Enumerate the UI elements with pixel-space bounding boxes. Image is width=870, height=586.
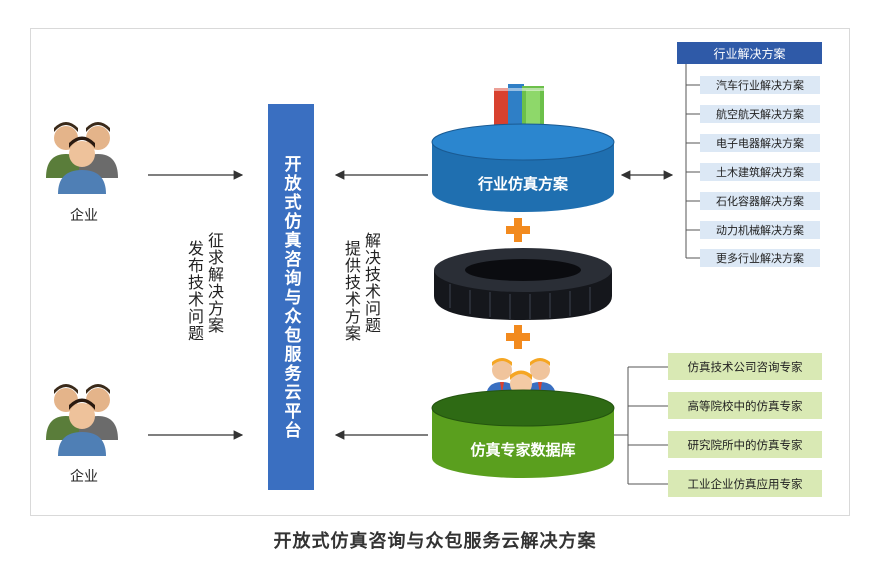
solution-item: 石化容器解决方案 — [700, 192, 820, 210]
diagram-frame — [30, 28, 850, 516]
expert-item: 高等院校中的仿真专家 — [668, 392, 822, 419]
plus-icon-top — [506, 218, 530, 242]
solution-item: 汽车行业解决方案 — [700, 76, 820, 94]
server-cluster-icon — [434, 248, 612, 320]
right-text-provide-solution: 提供技术方案 — [342, 240, 361, 342]
solution-item: 土木建筑解决方案 — [700, 163, 820, 181]
expert-item: 工业企业仿真应用专家 — [668, 470, 822, 497]
expert-item: 研究院所中的仿真专家 — [668, 431, 822, 458]
expert-database-cylinder — [431, 389, 615, 478]
left-text-seek-solution: 征求解决方案 — [205, 232, 224, 334]
cloud-platform-box: 开放式仿真咨询与众包服务云平台 — [268, 104, 314, 490]
people-group-icon-top — [46, 122, 118, 194]
plus-icon-bottom — [506, 325, 530, 349]
people-group-icon-bottom — [46, 384, 118, 456]
solution-item: 航空航天解决方案 — [700, 105, 820, 123]
solution-item: 动力机械解决方案 — [700, 221, 820, 239]
enterprise-label-bottom: 企业 — [70, 469, 98, 485]
solution-item: 电子电器解决方案 — [700, 134, 820, 152]
solution-item: 更多行业解决方案 — [700, 249, 820, 267]
expert-item: 仿真技术公司咨询专家 — [668, 353, 822, 380]
expert-database-label: 仿真专家数据库 — [470, 441, 576, 459]
right-text-solve-problem: 解决技术问题 — [362, 232, 381, 334]
industry-database-cylinder — [431, 123, 615, 212]
enterprise-label-top: 企业 — [70, 208, 98, 224]
left-text-publish-problem: 发布技术问题 — [185, 240, 204, 342]
industry-database-label: 行业仿真方案 — [477, 175, 568, 193]
platform-label: 开放式仿真咨询与众包服务云平台 — [280, 154, 301, 440]
diagram-caption: 开放式仿真咨询与众包服务云解决方案 — [273, 531, 597, 552]
industry-solutions-header: 行业解决方案 — [677, 42, 822, 64]
